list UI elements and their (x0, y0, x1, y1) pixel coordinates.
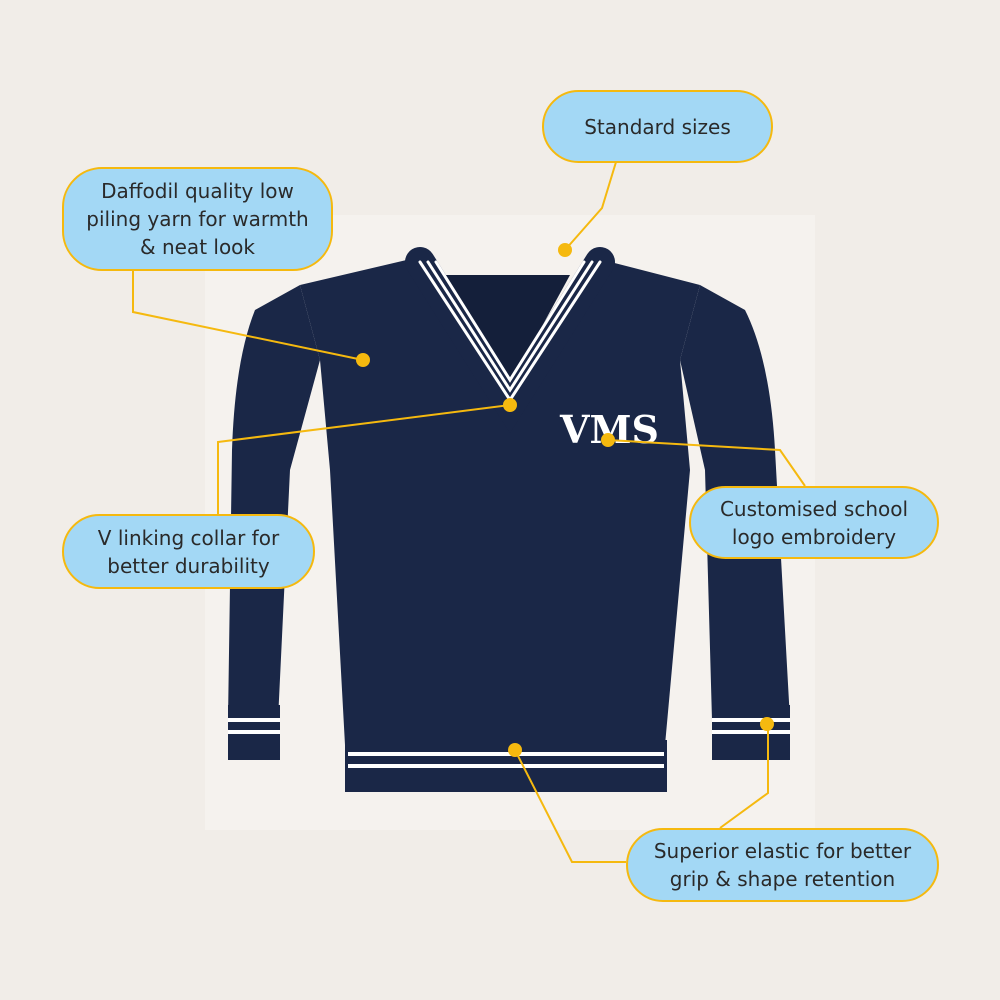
marker-dot (508, 743, 522, 757)
marker-dot (760, 717, 774, 731)
marker-dot (503, 398, 517, 412)
sweater-body (300, 258, 700, 745)
marker-dot (558, 243, 572, 257)
marker-dot (601, 433, 615, 447)
inner-neck (440, 275, 570, 385)
callout-yarn-quality: Daffodil quality low piling yarn for war… (62, 167, 333, 271)
callout-logo-embroidery: Customised school logo embroidery (689, 486, 939, 559)
left-sleeve (228, 285, 320, 720)
callout-v-collar: V linking collar for better durability (62, 514, 315, 589)
callout-elastic: Superior elastic for better grip & shape… (626, 828, 939, 902)
callout-standard-sizes: Standard sizes (542, 90, 773, 163)
marker-dot (356, 353, 370, 367)
